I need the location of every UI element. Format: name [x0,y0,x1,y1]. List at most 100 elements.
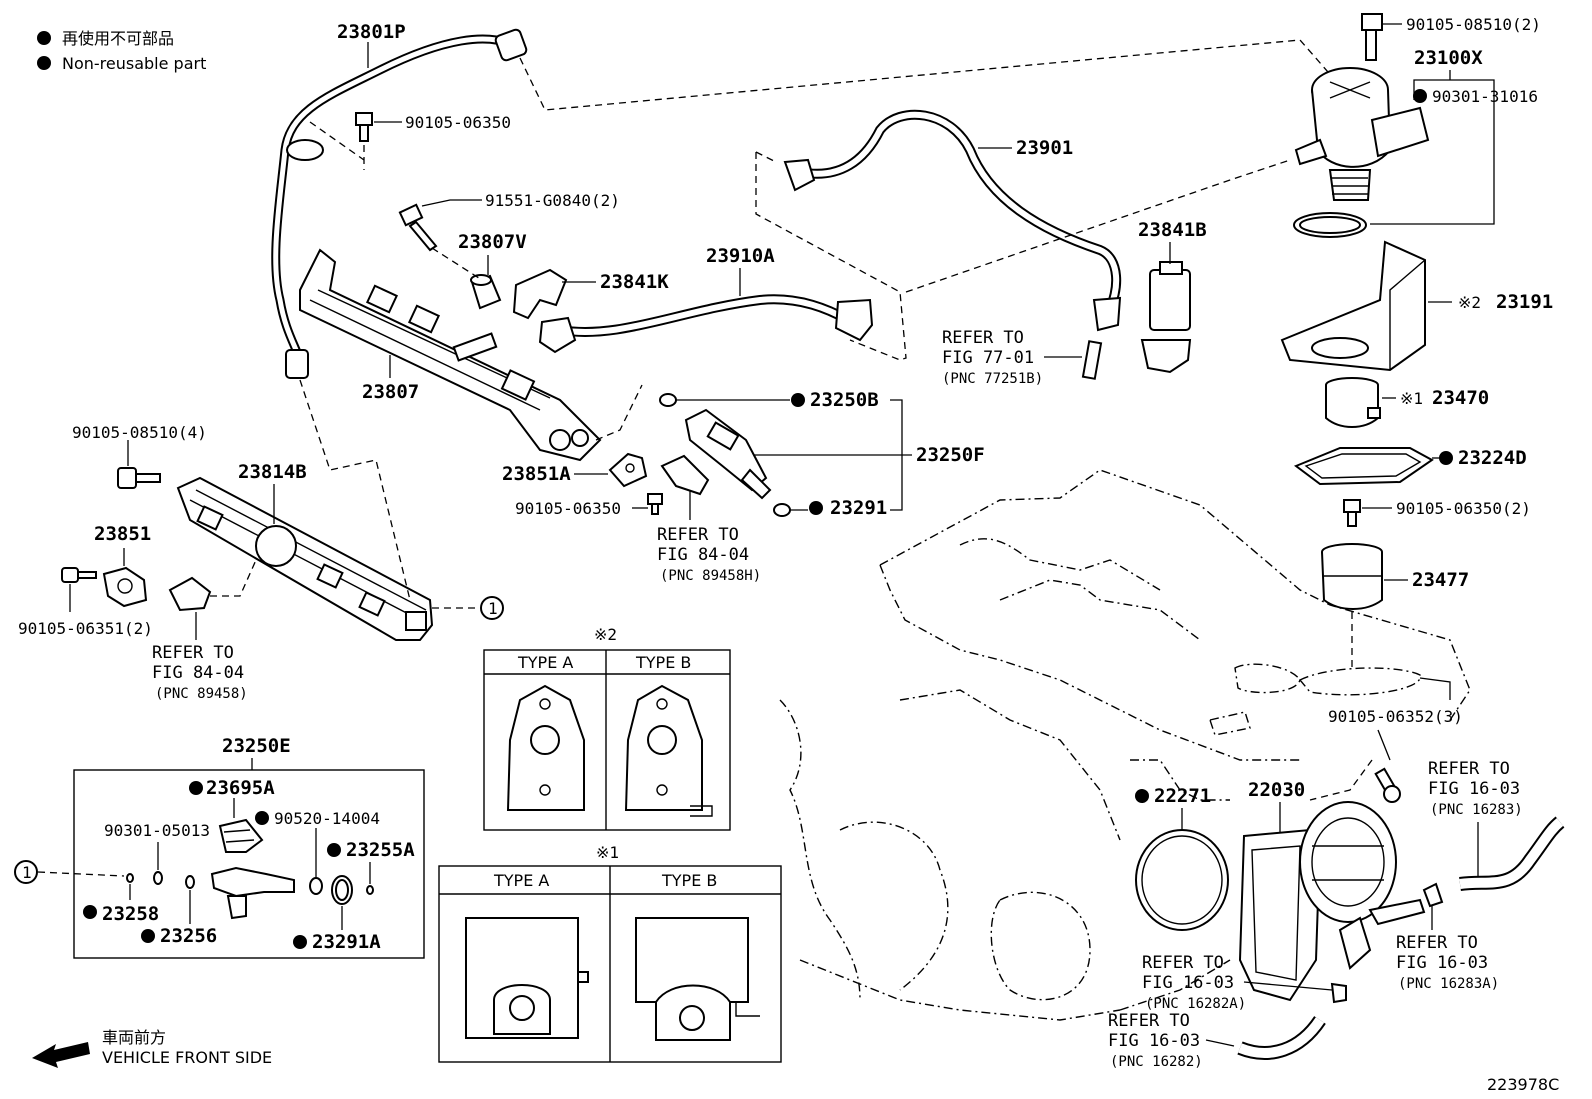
ref-16283A-line2: FIG 16-03 [1396,953,1488,973]
figure-code: 223978C [1487,1075,1559,1094]
ref-16283-line3: (PNC 16283) [1430,802,1523,818]
ref-fig-77-01: REFER TO FIG 77-01 (PNC 77251B) [942,328,1103,387]
ref-16283A-line1: REFER TO [1396,933,1478,953]
ref-84-04a-line3: (PNC 89458H) [660,568,761,584]
ref-fig-16-03-16283: REFER TO FIG 16-03 (PNC 16283) [1428,759,1565,891]
label-23841K: 23841K [600,271,669,293]
front-label-jp: 車両前方 [102,1028,166,1047]
circle-ref-1-label: 1 [488,599,498,618]
label-23851: 23851 [94,523,151,545]
ref-84-04b-line1: REFER TO [152,643,234,663]
label-90105-06352: 90105-06352(3) [1328,707,1463,726]
inset2-table: TYPE A TYPE B [483,649,731,831]
label-23801P: 23801P [337,21,406,43]
ref-16282A-line2: FIG 16-03 [1142,973,1234,993]
label-22030: 22030 [1248,779,1305,801]
circle-ref-1-icon [480,596,504,620]
ref-16282A-line1: REFER TO [1142,953,1224,973]
ring-90520-icon [309,877,323,895]
inset1-type-a: TYPE A [493,871,549,890]
throttle-body-22030 [1238,801,1426,1002]
ref-16283A-line3: (PNC 16283A) [1398,976,1499,992]
bolt-90105-06350-icon [355,112,373,142]
label-90105-06351: 90105-06351(2) [18,619,153,638]
delivery-pipe-23814B [176,476,434,641]
inset2-type-b: TYPE B [635,653,691,672]
legend-jp: 再使用不可部品 [62,29,174,48]
label-23910A: 23910A [706,245,775,267]
non-reusable-dot-icon [327,843,341,857]
lifter-23470 [1325,377,1381,428]
label-23250B: 23250B [810,389,879,411]
ref-16282A-line3: (PNC 16282A) [1145,996,1246,1012]
cushion-23255A-icon [366,885,374,895]
label-90105-06350-b: 90105-06350 [515,499,621,518]
label-90520-14004: 90520-14004 [274,809,380,828]
fuel-pump-23100X [1294,67,1430,201]
inset2-type-a: TYPE A [517,653,573,672]
label-90105-08510-4: 90105-08510(4) [72,423,207,442]
bracket-23851A-icon [608,452,648,488]
ref-77-01-line1: REFER TO [942,328,1024,348]
o-ring-23258-icon [126,873,134,883]
label-23250F: 23250F [916,444,985,466]
gasket-23224D [1293,447,1434,486]
ref-fig-84-04-b: REFER TO FIG 84-04 (PNC 89458) [152,612,248,702]
ref-fig-84-04-a: REFER TO FIG 84-04 (PNC 89458H) [657,490,761,584]
ref-84-04a-line2: FIG 84-04 [657,545,749,565]
ref-16283-line2: FIG 16-03 [1428,779,1520,799]
housing-23477 [1321,543,1383,610]
label-23814B: 23814B [238,461,307,483]
label-23224D: 23224D [1458,447,1527,469]
connector-23841B-icon [1140,261,1192,374]
seal-23291-icon [773,503,791,517]
label-23477: 23477 [1412,569,1469,591]
engine-outline [779,469,1471,1021]
label-23841B: 23841B [1138,219,1207,241]
inset2-mark: ※2 [594,625,617,644]
label-23291: 23291 [830,497,887,519]
ref-fig-16-03-16282: REFER TO FIG 16-03 (PNC 16282) [1108,1011,1326,1070]
retainer-23851 [102,566,148,608]
label-23191-mark: ※2 [1458,293,1481,312]
ref-16282-line1: REFER TO [1108,1011,1190,1031]
ref-16282-line2: FIG 16-03 [1108,1031,1200,1051]
label-23258: 23258 [102,903,159,925]
non-reusable-dot-icon [83,905,97,919]
label-91551-G0840: 91551-G0840(2) [485,191,620,210]
label-22271: 22271 [1154,785,1211,807]
label-23470: 23470 [1432,387,1489,409]
ref-fig-16-03-16282A: REFER TO FIG 16-03 (PNC 16282A) [1142,953,1347,1012]
hose-23901 [783,109,1122,332]
label-23291A: 23291A [312,931,381,953]
seal-90301-31016-dot-icon [1413,89,1427,103]
injector-kit-23250E [210,818,353,920]
inset1-table: TYPE A TYPE B [438,865,782,1063]
sensor-89458-icon [168,576,212,612]
label-90301-31016: 90301-31016 [1432,87,1538,106]
bolt-91551-icon [398,203,438,252]
circle-ref-1-icon [14,860,38,884]
bolt-90105-08510-4-icon [117,467,161,489]
non-reusable-dot-icon [791,393,805,407]
ref-77-01-line3: (PNC 77251B) [942,371,1043,387]
label-23807: 23807 [362,381,419,403]
non-reusable-dot-icon [189,781,203,795]
ref-84-04a-line1: REFER TO [657,525,739,545]
non-reusable-dot-icon [141,929,155,943]
legend: 再使用不可部品 Non-reusable part [37,29,206,73]
non-reusable-dot-icon [37,31,51,45]
label-23256: 23256 [160,925,217,947]
label-23255A: 23255A [346,839,415,861]
label-90105-06350-2: 90105-06350(2) [1396,499,1531,518]
ref-16283-line1: REFER TO [1428,759,1510,779]
label-90105-08510-2: 90105-08510(2) [1406,15,1541,34]
ref-fig-16-03-16283A: REFER TO FIG 16-03 (PNC 16283A) [1396,882,1499,992]
label-23470-mark: ※1 [1400,389,1423,408]
non-reusable-dot-icon [255,811,269,825]
label-23191: 23191 [1496,291,1553,313]
gasket-22271 [1135,829,1229,931]
clip-23841K-icon [512,268,568,320]
non-reusable-dot-icon [37,56,51,70]
